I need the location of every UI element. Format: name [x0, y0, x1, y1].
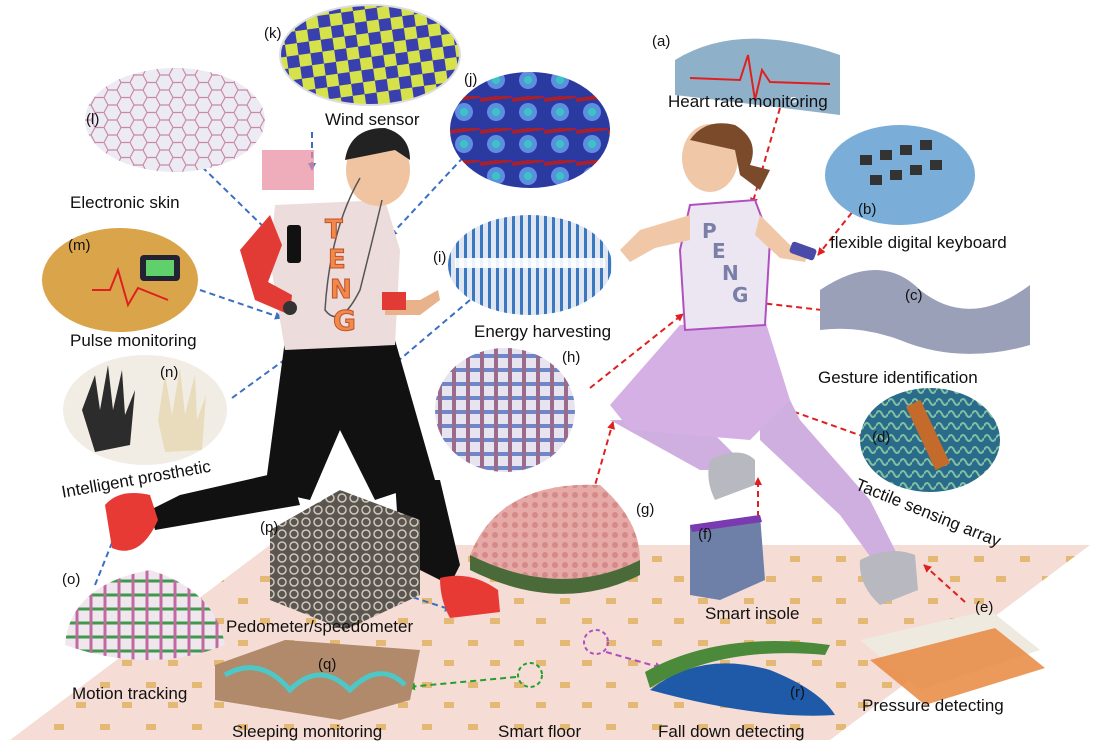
floor-marker-green	[517, 662, 543, 688]
panel-letter-a: (a)	[652, 33, 671, 50]
hair-f	[690, 123, 770, 190]
female-runner: P E N G	[610, 123, 918, 605]
arrow-heart	[750, 107, 781, 206]
robot-hand	[82, 365, 135, 452]
wind-flag	[262, 150, 314, 190]
fall-top-layer	[645, 641, 830, 688]
pants	[610, 320, 790, 440]
panel-caption-l: Electronic skin	[70, 193, 180, 212]
left-arm	[240, 215, 292, 315]
heart-badge: P	[790, 95, 797, 109]
panel-caption-k: Wind sensor	[325, 110, 420, 129]
pressure-layer	[870, 628, 1045, 705]
pulse-wave	[92, 266, 169, 308]
panel-letter-i: (i)	[433, 249, 447, 266]
fabric-inset	[470, 484, 640, 579]
insole-inset	[690, 515, 765, 600]
shorts	[265, 340, 435, 500]
panel-letter-j: (j)	[464, 71, 478, 88]
panel-caption-f: Smart insole	[705, 604, 800, 623]
smart-floor-caption: Smart floor	[498, 722, 582, 741]
panel-letter-p: (p)	[260, 519, 279, 536]
keyboard-keys	[860, 140, 942, 185]
panel-letter-d: (d)	[872, 429, 891, 446]
human-hand	[158, 368, 206, 452]
insole-top	[690, 515, 762, 532]
sleeping-wave	[223, 665, 407, 694]
earphone-cable	[324, 177, 383, 318]
panel-letter-r: (r)	[790, 684, 805, 701]
fabric-layers	[470, 555, 640, 594]
shirt-letter-f4: G	[732, 283, 748, 307]
back-shoe-f	[708, 452, 755, 500]
motion-inset	[65, 570, 225, 660]
energy-gap	[455, 258, 605, 268]
shirt-letter-f2: E	[712, 239, 726, 263]
panel-caption-i: Energy harvesting	[474, 322, 612, 341]
panel-caption-q: Sleeping monitoring	[232, 722, 383, 741]
tank-top	[678, 198, 772, 332]
shirt-letter-4: G	[333, 304, 356, 337]
panel-caption-o: Motion tracking	[72, 684, 188, 703]
back-shoe	[105, 492, 158, 551]
arrow-keyboard	[817, 204, 859, 256]
electronic-skin-inset	[85, 68, 265, 172]
panel-letter-e: (e)	[975, 599, 994, 616]
gesture-inset	[820, 270, 1030, 354]
cube-inset	[270, 490, 420, 630]
wristband	[382, 292, 406, 310]
panel-letter-g: (g)	[636, 501, 655, 518]
panel-letter-n: (n)	[160, 364, 179, 381]
panel-caption-b: flexible digital keyboard	[830, 233, 1007, 252]
front-leg-f	[760, 340, 900, 570]
panel-letter-c: (c)	[905, 287, 923, 304]
panel-caption-p: Pedometer/speedometer	[226, 617, 414, 636]
arm-f-left	[620, 215, 690, 262]
woven-inset	[435, 348, 575, 472]
arrow-motion	[94, 497, 132, 586]
fiber-teng-inset	[450, 72, 610, 188]
panel-caption-c: Gesture identification	[818, 368, 978, 387]
arrow-pulse	[199, 289, 283, 320]
shirt-letter-1: T	[325, 215, 343, 245]
panel-caption-r: Fall down detecting	[658, 722, 805, 741]
front-shoe-f	[859, 551, 918, 605]
shirt-letter-2: E	[328, 245, 346, 275]
tactile-probe	[905, 399, 951, 471]
male-runner: T E N G	[105, 128, 500, 618]
t-shirt	[270, 200, 400, 350]
wind-sensor-inset	[279, 4, 461, 106]
arrow-sleeping	[407, 676, 517, 691]
panel-letter-q: (q)	[318, 656, 337, 673]
shirt-letter-3: N	[330, 275, 352, 305]
panel-letter-f: (f)	[698, 526, 713, 543]
phone-armband	[287, 225, 301, 263]
watch	[283, 301, 297, 315]
pulse-screen	[146, 260, 174, 276]
panel-letter-b: (b)	[858, 201, 877, 218]
keyboard-band	[789, 241, 817, 261]
panel-caption-m: Pulse monitoring	[70, 331, 197, 350]
back-leg	[150, 470, 300, 530]
sleeping-inset	[215, 640, 420, 720]
panel-letter-l: (l)	[86, 111, 100, 128]
heart-rate-inset	[675, 38, 840, 115]
floor-marker-purple	[583, 629, 609, 655]
panel-caption-a: Heart rate monitoring	[668, 92, 828, 111]
panel-letter-h: (h)	[562, 349, 581, 366]
shirt-letter-f1: P	[702, 219, 717, 243]
arrow-gesture	[751, 298, 823, 311]
heart-wave	[689, 54, 831, 101]
panel-letter-o: (o)	[62, 571, 81, 588]
panel-caption-e: Pressure detecting	[862, 696, 1004, 715]
front-shoe	[440, 575, 500, 618]
panel-letter-m: (m)	[68, 237, 91, 254]
hair	[345, 128, 410, 160]
panel-letter-k: (k)	[264, 25, 282, 42]
fall-inset	[650, 663, 835, 716]
shirt-letter-f3: N	[722, 261, 739, 285]
